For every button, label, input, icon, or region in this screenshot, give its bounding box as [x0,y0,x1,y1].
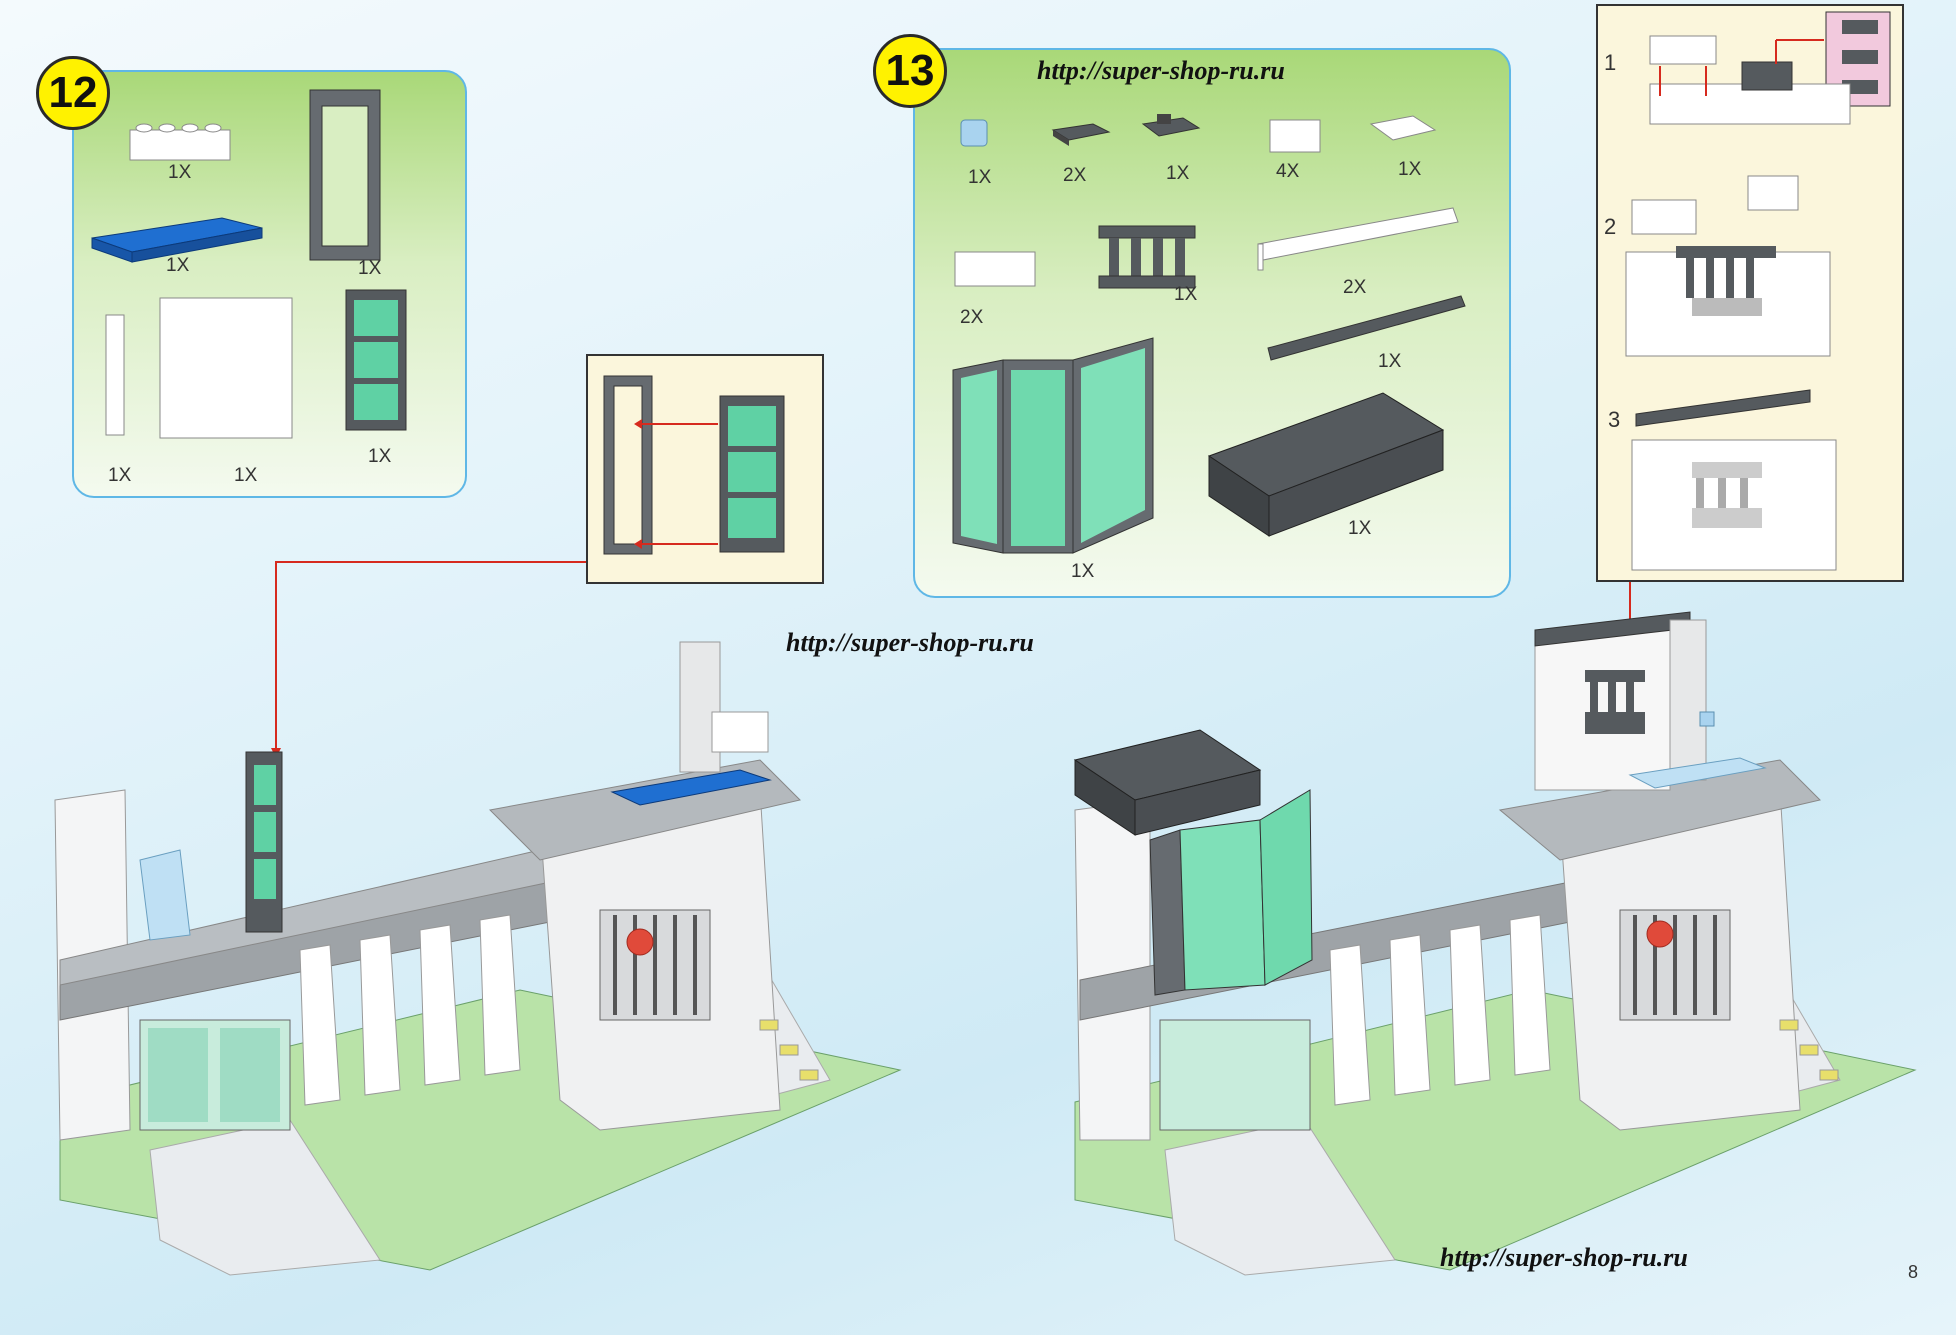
qty-white-column: 1X [108,465,132,486]
door-assembly-drawing [603,375,785,555]
qty-door-frame: 1X [358,258,382,279]
page-number: 8 [1908,1262,1919,1282]
step-12-parts-drawing [91,89,407,439]
qty-green-door: 1X [368,446,392,467]
qty-light-blue-cup: 1X [968,167,992,188]
qty-blue-plate: 1X [166,255,190,276]
white-tile-2x2-part [1369,115,1437,141]
qty-white-wall-panel: 1X [234,465,258,486]
qty-dark-plate-1x2: 2X [1063,165,1087,186]
step-13-parts-drawing [952,114,1466,554]
light-blue-cup-part [960,119,988,147]
corner-window-part [952,337,1154,554]
watermark-middle: http://super-shop-ru.ru [786,628,1034,657]
white-brick-1x2-part [1269,119,1321,153]
watermark-bottom: http://super-shop-ru.ru [1440,1243,1688,1272]
substep-1-label: 1 [1604,50,1617,75]
qty-white-brick-1x2: 4X [1276,161,1300,182]
blue-plate-part [91,217,263,263]
substep-2-label: 2 [1604,214,1617,239]
step-13-badge: 13 [873,34,947,108]
door-frame-part [309,89,381,261]
white-brick-1x8-part [1257,207,1459,271]
qty-white-brick-1x4: 1X [168,162,192,183]
white-column-part [105,314,125,436]
green-door-part [345,289,407,431]
qty-dark-clip-plate: 1X [1166,163,1190,184]
qty-dark-tile-1x8: 1X [1378,351,1402,372]
dark-tile-1x8-part [1267,295,1466,361]
step-12-badge: 12 [36,56,110,130]
qty-white-tile-2x2: 1X [1398,159,1422,180]
wall-substeps-drawing [1625,11,1891,571]
substep-3-label: 3 [1608,407,1621,432]
white-brick-1x4-part [129,123,231,161]
dark-plate-1x2-part [1051,123,1111,146]
qty-white-brick-1x3: 2X [960,307,984,328]
qty-corner-window: 1X [1071,561,1095,582]
qty-dark-brick-4x8: 1X [1348,518,1372,539]
dark-clip-plate-part [1141,114,1201,137]
watermark-top: http://super-shop-ru.ru [1037,56,1285,85]
qty-dark-fence: 1X [1174,284,1198,305]
qty-white-brick-1x8: 2X [1343,277,1367,298]
dark-brick-4x8-part [1207,392,1445,537]
dark-fence-part [1098,225,1196,289]
white-wall-panel-part [159,297,293,439]
white-brick-1x3-part [954,251,1036,287]
